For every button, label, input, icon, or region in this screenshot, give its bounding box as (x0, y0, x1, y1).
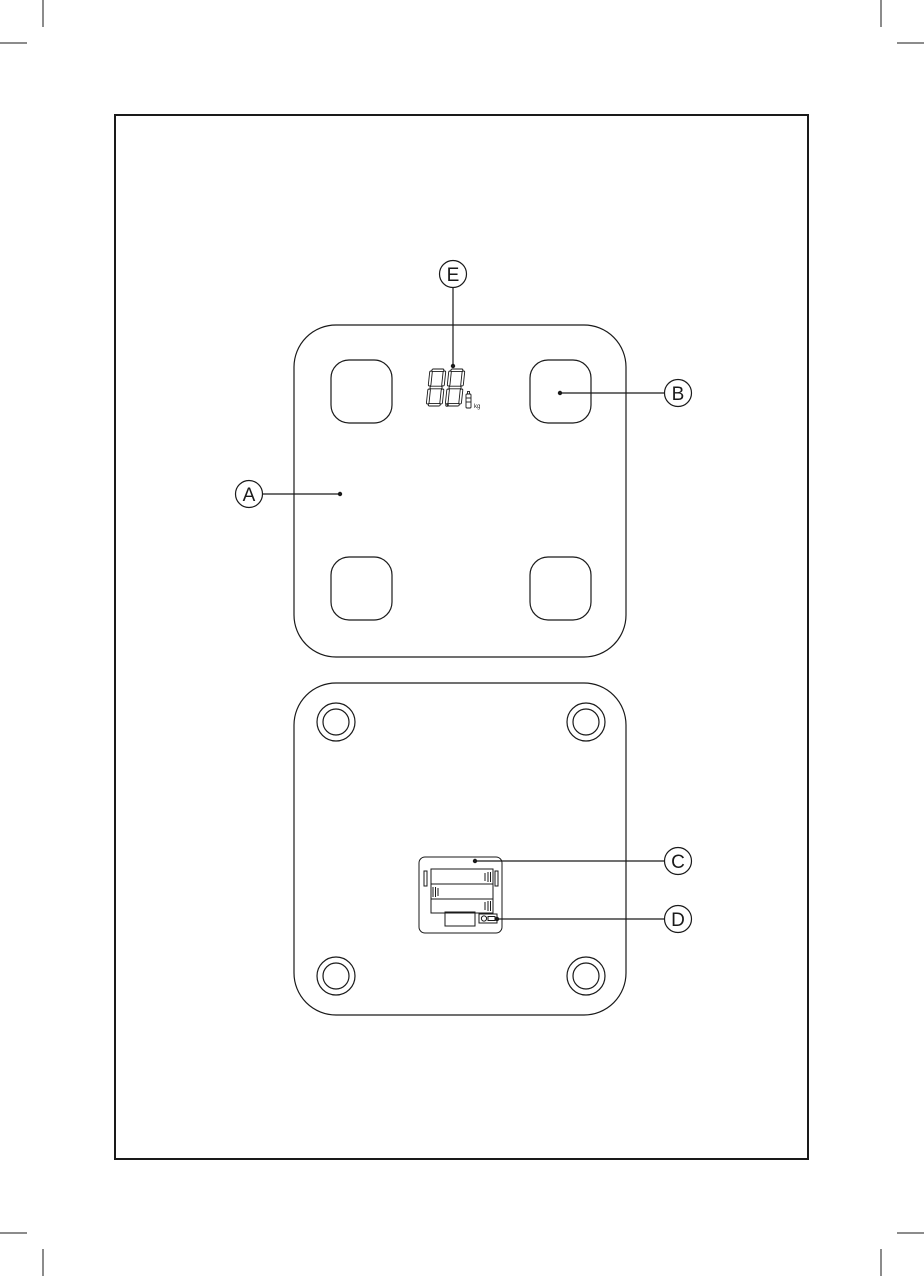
electrode-pad-top-left (331, 360, 392, 423)
callout-c-label: C (671, 852, 685, 873)
electrode-pad-bottom-left (331, 557, 392, 620)
battery-contact-right (495, 871, 498, 886)
callout-a: A (236, 481, 263, 508)
callout-a-label: A (243, 485, 256, 506)
battery-compartment (419, 857, 502, 933)
scale-top-view: kg (294, 325, 626, 657)
lcd-unit-label: kg (474, 404, 480, 410)
battery-slot-3 (431, 899, 493, 913)
callout-b-label: B (672, 384, 685, 405)
battery-indicator-icon (466, 394, 471, 408)
callout-c: C (665, 848, 692, 875)
callout-e: E (440, 261, 467, 288)
battery-contact-left (424, 871, 427, 886)
electrode-pad-bottom-right (530, 557, 591, 620)
foot-bottom-left (317, 957, 355, 995)
compartment-latch (445, 912, 475, 926)
scale-platform (294, 325, 626, 657)
scale-bottom-view (294, 683, 626, 1015)
seven-segment-digit-1 (426, 369, 446, 406)
battery-slot-2 (431, 884, 493, 899)
foot-top-right (567, 703, 605, 741)
spring-contact-3 (485, 901, 491, 911)
callout-e-label: E (447, 265, 460, 286)
callout-d: D (665, 906, 692, 933)
spring-contact-2 (433, 887, 438, 897)
battery-slot-1 (431, 869, 493, 884)
lcd-display (426, 369, 471, 408)
foot-bottom-right (567, 957, 605, 995)
callout-b: B (665, 380, 692, 407)
seven-segment-digit-2 (445, 369, 465, 406)
callout-d-label: D (671, 910, 685, 931)
spring-contact-1 (485, 872, 491, 882)
foot-top-left (317, 703, 355, 741)
